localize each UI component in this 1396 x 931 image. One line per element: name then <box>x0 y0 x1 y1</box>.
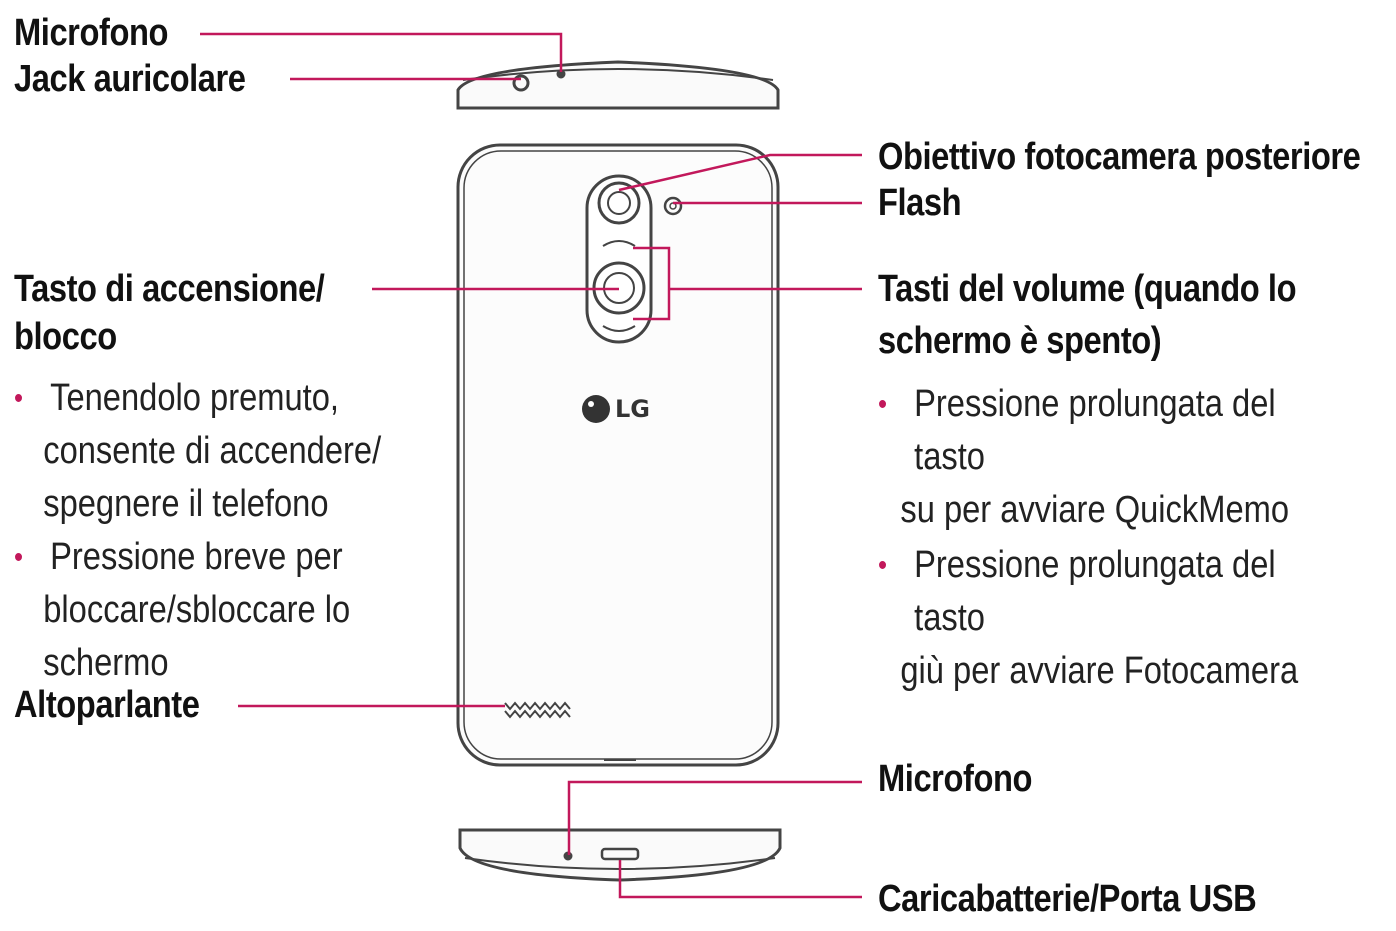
label-mic-top: Microfono <box>14 12 169 54</box>
power-notes: Tenendolo premuto, consente di accendere… <box>14 372 381 690</box>
volume-note-text: Pressione prolungata del tasto <box>914 383 1276 478</box>
power-note-text: consente di accendere/ <box>43 430 382 472</box>
volume-notes: Pressione prolungata del tasto su per av… <box>878 378 1323 698</box>
volume-note-text: su per avviare QuickMemo <box>900 489 1290 531</box>
power-note-item: Tenendolo premuto, consente di accendere… <box>14 372 381 531</box>
label-jack: Jack auricolare <box>14 58 246 100</box>
usb-port-icon <box>600 847 640 861</box>
label-usb: Caricabatterie/Porta USB <box>878 878 1257 920</box>
camera-lens-icon <box>597 181 641 225</box>
speaker-grille-icon <box>504 701 571 719</box>
leader-usb <box>618 860 862 899</box>
headset-jack-icon <box>512 74 530 92</box>
phone-back <box>456 143 780 767</box>
label-mic-bottom: Microfono <box>878 758 1033 800</box>
label-speaker: Altoparlante <box>14 684 200 726</box>
volume-note-item: Pressione prolungata del tasto su per av… <box>878 378 1323 537</box>
lg-logo-icon <box>582 395 610 423</box>
leader-volume-bracket <box>633 246 671 321</box>
power-note-text: bloccare/sbloccare lo <box>43 589 351 631</box>
label-volume-line1: Tasti del volume (quando lo <box>878 268 1297 310</box>
volume-note-text: Pressione prolungata del tasto <box>914 544 1276 639</box>
leader-mic-bottom <box>567 780 862 855</box>
volume-note-item: Pressione prolungata del tasto giù per a… <box>878 539 1323 698</box>
label-camera: Obiettivo fotocamera posteriore <box>878 136 1361 178</box>
power-note-text: Pressione breve per <box>50 536 343 578</box>
power-note-text: Tenendolo premuto, <box>50 377 339 419</box>
flash-icon <box>663 196 683 216</box>
power-note-text: schermo <box>43 642 169 684</box>
power-note-item: Pressione breve per bloccare/sbloccare l… <box>14 531 381 690</box>
label-volume-line2: schermo è spento) <box>878 320 1162 362</box>
label-power-line2: blocco <box>14 316 117 358</box>
lg-logo-text: LG <box>615 395 650 423</box>
phone-top-edge <box>456 60 780 110</box>
label-flash: Flash <box>878 182 962 224</box>
leader-mic-top <box>200 32 563 72</box>
volume-note-text: giù per avviare Fotocamera <box>900 650 1299 692</box>
rear-key-capsule <box>585 174 653 344</box>
label-power-line1: Tasto di accensione/ <box>14 268 325 310</box>
leader-lines <box>200 32 862 899</box>
leader-camera <box>618 153 862 192</box>
power-note-text: spegnere il telefono <box>43 483 329 525</box>
